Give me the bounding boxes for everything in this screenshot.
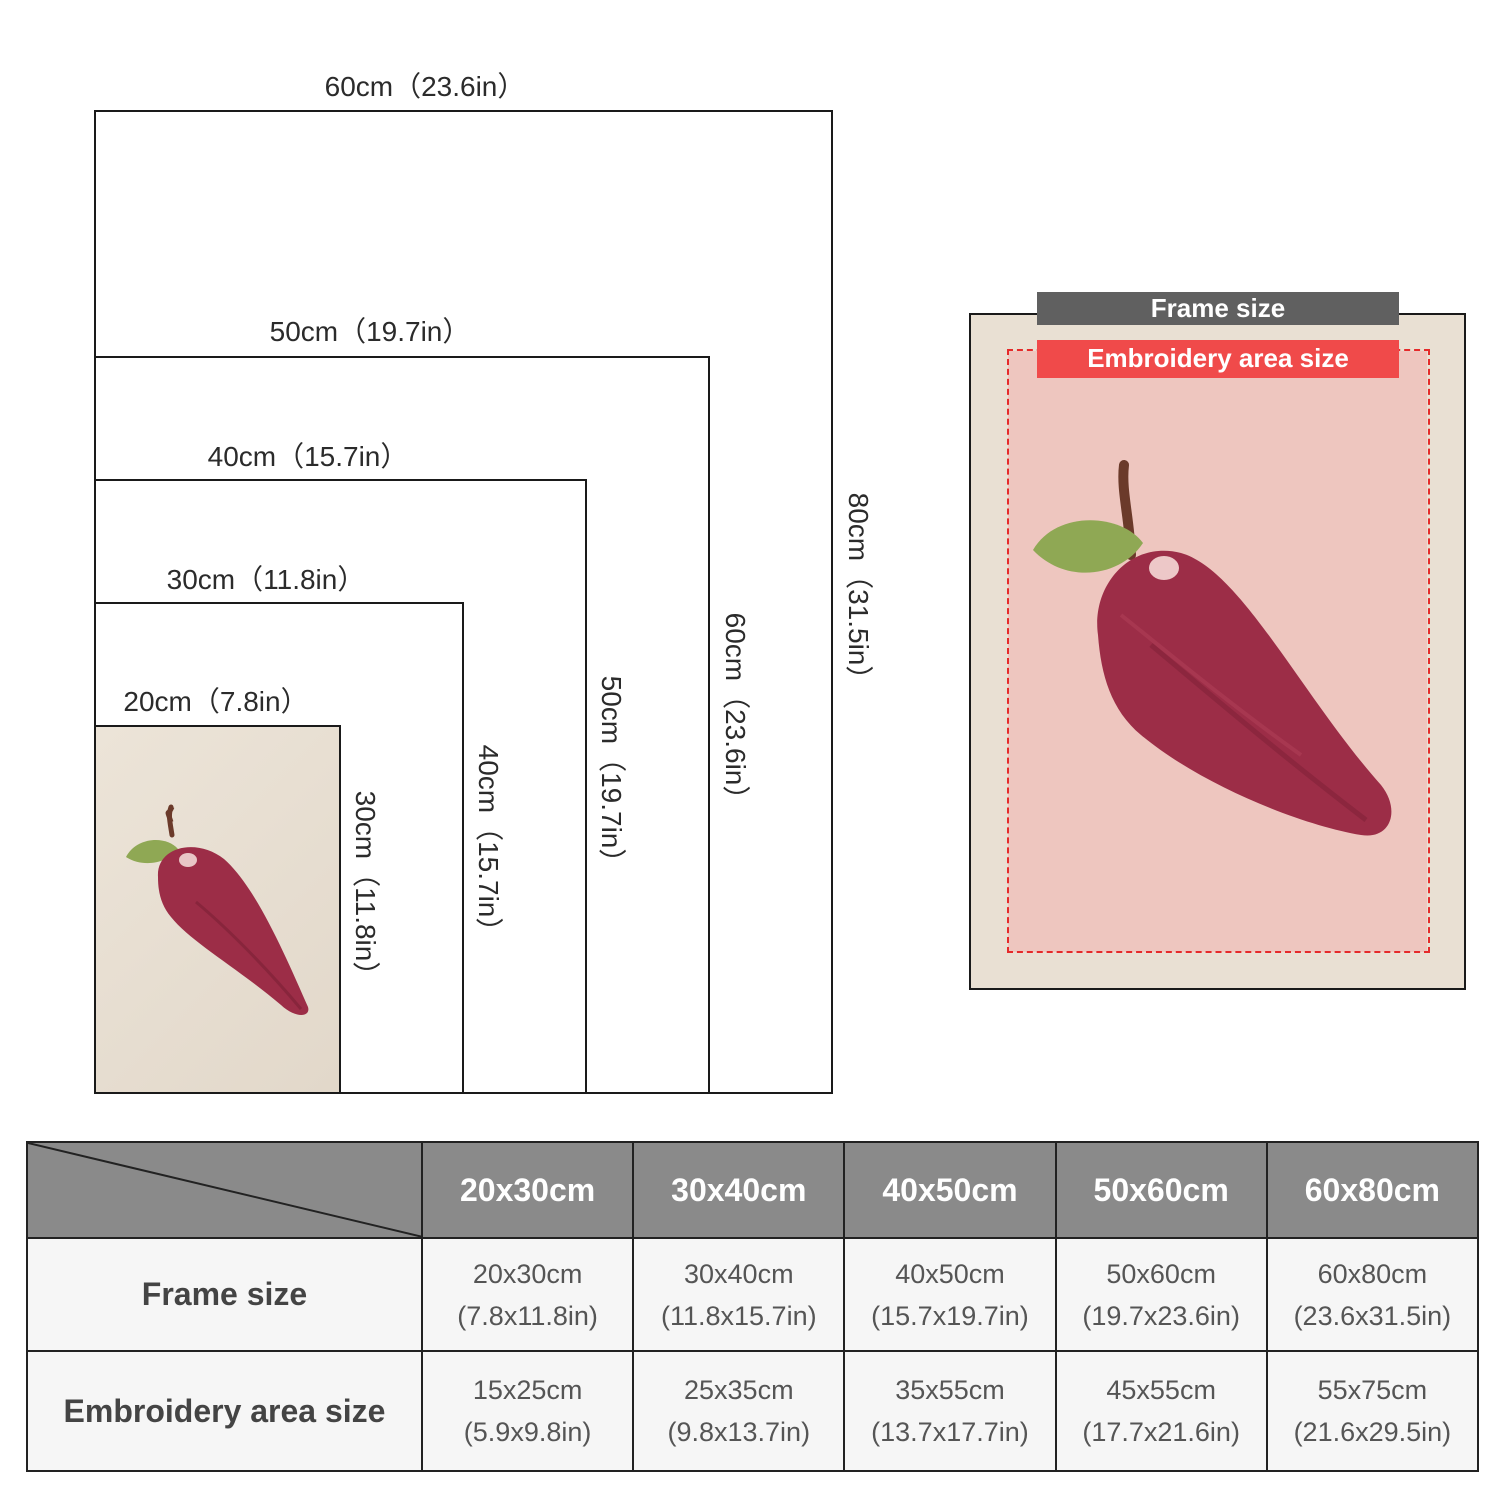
height-label-50: 50cm（19.7in） bbox=[596, 675, 627, 877]
table-cell: 50x60cm (19.7x23.6in) bbox=[1054, 1237, 1268, 1352]
small-canvas-preview bbox=[96, 727, 339, 1092]
large-pepper-illustration bbox=[1033, 460, 1392, 836]
frame-outline-20x30 bbox=[94, 725, 341, 1094]
table-cell: 55x75cm (21.6x29.5in) bbox=[1265, 1350, 1480, 1472]
height-label-40: 40cm（15.7in） bbox=[473, 744, 504, 946]
table-row-embroidery-area: Embroidery area size 15x25cm(5.9x9.8in) … bbox=[26, 1350, 1480, 1472]
table-corner-cell bbox=[26, 1141, 423, 1239]
cell-in: (7.8x11.8in) bbox=[457, 1300, 598, 1331]
cell-in: (9.8x13.7in) bbox=[667, 1417, 811, 1447]
table-cell: 15x25cm (5.9x9.8in) bbox=[420, 1350, 635, 1472]
cell-cm: 30x40cm bbox=[684, 1258, 794, 1289]
width-label-30: 30cm（11.8in） bbox=[166, 564, 366, 595]
column-header: 20x30cm bbox=[420, 1141, 635, 1239]
row-label: Frame size bbox=[26, 1237, 423, 1352]
corner-diagonal bbox=[28, 1143, 423, 1237]
height-label-80: 80cm（31.5in） bbox=[843, 492, 874, 694]
embroidery-area-tag: Embroidery area size bbox=[1037, 340, 1399, 378]
cell-cm: 35x55cm bbox=[895, 1375, 1005, 1405]
table-cell: 45x55cm (17.7x21.6in) bbox=[1054, 1350, 1268, 1472]
column-header: 40x50cm bbox=[843, 1141, 1057, 1239]
cell-in: (21.6x29.5in) bbox=[1293, 1417, 1452, 1447]
column-header: 60x80cm bbox=[1265, 1141, 1480, 1239]
frame-size-tag: Frame size bbox=[1037, 292, 1399, 325]
height-label-30: 30cm（11.8in） bbox=[350, 790, 381, 990]
table-cell: 20x30cm (7.8x11.8in) bbox=[420, 1237, 635, 1352]
width-label-60: 60cm（23.6in） bbox=[324, 71, 526, 102]
large-canvas-preview bbox=[969, 313, 1466, 990]
table-cell: 30x40cm (11.8x15.7in) bbox=[632, 1237, 846, 1352]
small-pepper-illustration bbox=[126, 804, 309, 1015]
width-label-40: 40cm（15.7in） bbox=[207, 441, 409, 472]
table-cell: 40x50cm (15.7x19.7in) bbox=[843, 1237, 1057, 1352]
size-table: 20x30cm 30x40cm 40x50cm 50x60cm 60x80cm … bbox=[26, 1141, 1480, 1472]
cell-cm: 20x30cm bbox=[472, 1258, 583, 1289]
column-header: 50x60cm bbox=[1054, 1141, 1268, 1239]
cell-cm: 55x75cm bbox=[1317, 1375, 1428, 1405]
embroidery-area-dashed-outline bbox=[1007, 349, 1430, 953]
cell-cm: 40x50cm bbox=[895, 1258, 1005, 1289]
cell-in: (15.7x19.7in) bbox=[871, 1300, 1029, 1331]
table-cell: 60x80cm (23.6x31.5in) bbox=[1265, 1237, 1480, 1352]
cell-in: (13.7x17.7in) bbox=[871, 1417, 1029, 1447]
table-header-row: 20x30cm 30x40cm 40x50cm 50x60cm 60x80cm bbox=[26, 1141, 1480, 1239]
column-header: 30x40cm bbox=[632, 1141, 846, 1239]
cell-cm: 60x80cm bbox=[1317, 1258, 1428, 1289]
cell-cm: 50x60cm bbox=[1106, 1258, 1216, 1289]
cell-in: (23.6x31.5in) bbox=[1293, 1300, 1452, 1331]
cell-cm: 45x55cm bbox=[1106, 1375, 1216, 1405]
cell-cm: 25x35cm bbox=[684, 1375, 794, 1405]
height-label-60: 60cm（23.6in） bbox=[720, 612, 751, 814]
cell-in: (17.7x21.6in) bbox=[1082, 1417, 1240, 1447]
row-label: Embroidery area size bbox=[26, 1350, 423, 1472]
cell-in: (19.7x23.6in) bbox=[1082, 1300, 1240, 1331]
cell-in: (5.9x9.8in) bbox=[463, 1417, 592, 1447]
table-cell: 25x35cm (9.8x13.7in) bbox=[632, 1350, 846, 1472]
width-label-20: 20cm（7.8in） bbox=[123, 686, 309, 717]
cell-in: (11.8x15.7in) bbox=[660, 1300, 817, 1331]
width-label-50: 50cm（19.7in） bbox=[269, 316, 471, 347]
cell-cm: 15x25cm bbox=[472, 1375, 583, 1405]
table-row-frame-size: Frame size 20x30cm (7.8x11.8in) 30x40cm (1… bbox=[26, 1237, 1480, 1352]
table-cell: 35x55cm (13.7x17.7in) bbox=[843, 1350, 1057, 1472]
